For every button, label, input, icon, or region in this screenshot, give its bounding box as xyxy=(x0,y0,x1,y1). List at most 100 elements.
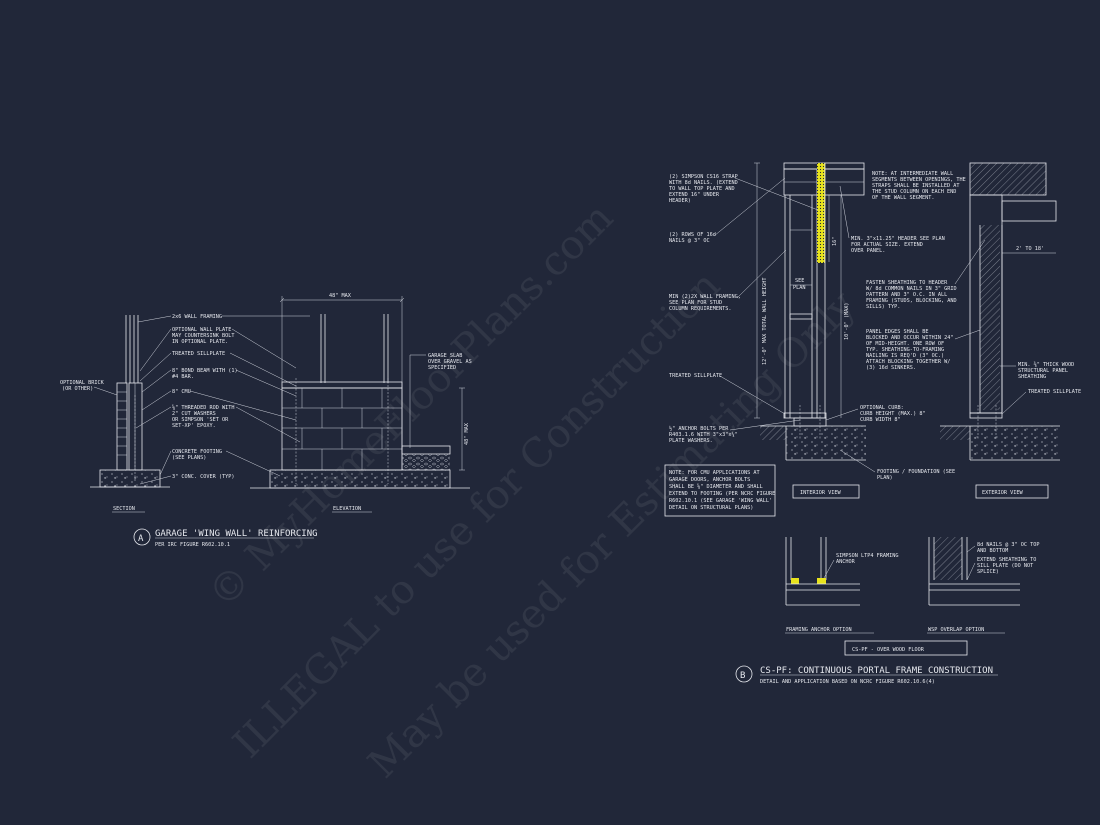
see-plan-1: SEE xyxy=(795,278,804,284)
dim-2-to-18: 2' TO 18' xyxy=(1016,246,1044,252)
note-cmu-6: DETAIL ON STRUCTURAL PLANS) xyxy=(669,505,753,511)
note-footing-b-1: FOOTING / FOUNDATION (SEE xyxy=(877,469,955,475)
note-strap-4: EXTEND 16" UNDER xyxy=(669,192,720,198)
note-curb-1: OPTIONAL CURB: xyxy=(860,405,904,411)
note-header-3: OVER PANEL. xyxy=(851,248,885,254)
note-lt-2: ANCHOR xyxy=(836,559,856,565)
wsp-overlap-option: 8d NAILS @ 3" OC TOP AND BOTTOM EXTEND S… xyxy=(927,537,1039,634)
note-panel-5: NAILING IS REQ'D (3" OC.) xyxy=(866,353,944,359)
note-fasten-5: SILLS) TYP. xyxy=(866,304,900,310)
note-cmu-1: NOTE: FOR CMU APPLICATIONS AT xyxy=(669,470,760,476)
note-wall-plate-1: OPTIONAL WALL PLATE xyxy=(172,327,231,333)
note-rod-3: OR SIMPSON 'SET OR xyxy=(172,417,229,423)
note-strap-1: (2) SIMPSON CS16 STRAP xyxy=(669,174,738,180)
dim-top-48: 48" MAX xyxy=(329,293,352,299)
note-panel-7: (3) 16d SINKERS. xyxy=(866,365,916,371)
note-min2x-3: COLUMN REQUIREMENTS. xyxy=(669,306,731,312)
note-anchor-1: ½" ANCHOR BOLTS PER xyxy=(669,425,729,432)
detail-a-elevation: 48" MAX 48" MAX GARAGE SLAB OVER xyxy=(250,293,472,513)
cmu-note-box xyxy=(664,464,776,517)
note-strap-5: HEADER) xyxy=(669,198,691,204)
detail-a-marker: A xyxy=(138,534,144,544)
note-rod-1: ⅝" THREADED ROD WITH xyxy=(172,404,234,411)
note-panel-2: BLOCKED AND OCCUR WITHIN 24" xyxy=(866,335,953,341)
note-panel-4: TYP. SHEATHING-TO-FRAMING xyxy=(866,347,944,353)
note-cmu-2: GARAGE DOORS, ANCHOR BOLTS xyxy=(669,477,750,483)
note-strap-3: TO WALL TOP PLATE AND xyxy=(669,186,735,192)
note-bond-beam-2: #4 BAR. xyxy=(172,374,194,380)
framing-anchor-option: SIMPSON LTP4 FRAMING ANCHOR FRAMING ANCH… xyxy=(785,537,898,634)
note-ext-sill: TREATED SILLPLATE xyxy=(1028,389,1081,395)
detail-b-title-text: CS-PF: CONTINUOUS PORTAL FRAME CONSTRUCT… xyxy=(760,666,993,676)
note-inter-1: NOTE: AT INTERMEDIATE WALL xyxy=(872,171,953,177)
note-fasten-3: PATTERN AND 3" O.C. IN ALL xyxy=(866,292,947,298)
note-cover: 3" CONC. COVER (TYP) xyxy=(172,474,234,480)
note-header-2: FOR ACTUAL SIZE. EXTEND xyxy=(851,242,923,248)
detail-a-title: A GARAGE 'WING WALL' REINFORCING PER IRC… xyxy=(133,528,318,548)
note-header-1: MIN. 3"x11.25" HEADER SEE PLAN xyxy=(851,236,945,242)
note-wsp-2: STRUCTURAL PANEL xyxy=(1018,368,1068,374)
note-sillplate-a: TREATED SILLPLATE xyxy=(172,351,225,357)
note-fasten-4: FRAMING (STUDS, BLOCKING, AND xyxy=(866,298,957,304)
interior-view-label: INTERIOR VIEW xyxy=(800,490,841,496)
note-footing-b-2: PLAN) xyxy=(877,475,893,481)
detail-a-title-text: GARAGE 'WING WALL' REINFORCING xyxy=(155,529,318,539)
note-slab-2: OVER GRAVEL AS xyxy=(428,359,472,365)
note-nails-1: 8d NAILS @ 3" OC TOP xyxy=(977,542,1039,548)
detail-b-subtitle: DETAIL AND APPLICATION BASED ON NCRC FIG… xyxy=(760,679,935,685)
note-slab-1: GARAGE SLAB xyxy=(428,353,462,359)
note-wall-plate-3: IN OPTIONAL PLATE. xyxy=(172,339,228,345)
note-brick-1: OPTIONAL BRICK xyxy=(60,380,105,386)
note-anchor-2: R403.1.6 WITH 3"x3"x¼" xyxy=(669,432,738,438)
note-rod-4: SET-XP' EPOXY. xyxy=(172,423,216,429)
cs16-strap xyxy=(817,163,825,263)
over-wood-floor-label: CS-PF - OVER WOOD FLOOR xyxy=(852,647,925,653)
note-inter-5: OF THE WALL SEGMENT. xyxy=(872,195,934,201)
note-curb-3: CURB WIDTH 8" xyxy=(860,417,901,423)
note-footing-2: (SEE PLANS) xyxy=(172,455,206,461)
note-cmu-5: R602.10.1 (SEE GARAGE 'WING WALL' xyxy=(669,498,772,504)
note-ext-sh-3: SPLICE) xyxy=(977,569,999,575)
note-rows-1: (2) ROWS OF 16d xyxy=(669,232,716,238)
note-ext-sh-1: EXTEND SHEATHING TO xyxy=(977,557,1036,563)
note-inter-3: STRAPS SHALL BE INSTALLED AT xyxy=(872,183,959,189)
detail-a-notes: 2x6 WALL FRAMING OPTIONAL WALL PLATE MAY… xyxy=(135,314,310,485)
note-wsp-1: MIN. ⅜" THICK WOOD xyxy=(1018,361,1074,368)
note-rod-2: 2" CUT WASHERS xyxy=(172,411,216,417)
note-sillplate-b: TREATED SILLPLATE xyxy=(669,373,722,379)
wsp-overlap-label: WSP OVERLAP OPTION xyxy=(928,627,984,633)
detail-a-subtitle: PER IRC FIGURE R602.10.1 xyxy=(155,542,230,548)
note-min2x-1: MIN (2)2X WALL FRAMING, xyxy=(669,294,741,300)
note-slab-3: SPECIFIED xyxy=(428,365,456,371)
note-panel-6: ATTACH BLOCKING TOGETHER W/ xyxy=(866,359,950,365)
note-fasten-2: W/ 8d COMMON NAILS IN 3" GRID xyxy=(866,286,957,292)
dim-total-height: 12'-0" MAX TOTAL WALL HEIGHT xyxy=(762,278,768,365)
framing-anchor-label: FRAMING ANCHOR OPTION xyxy=(786,627,852,633)
note-bond-beam-1: 8" BOND BEAM WITH (1) xyxy=(172,368,238,374)
note-fasten-1: FASTEN SHEATHING TO HEADER xyxy=(866,280,948,286)
note-ext-sh-2: SILL PLATE (DO NOT xyxy=(977,563,1033,569)
over-wood-floor-box: CS-PF - OVER WOOD FLOOR xyxy=(844,640,968,656)
note-strap-2: WITH 8d NAILS. (EXTEND xyxy=(669,180,738,186)
note-lt-1: SIMPSON LTP4 FRAMING xyxy=(836,553,898,559)
note-wall-plate-2: MAY COUNTERSINK BOLT xyxy=(172,333,234,339)
note-wsp-3: SHEATHING xyxy=(1018,374,1046,380)
detail-b-interior-view: 12'-0" MAX TOTAL WALL HEIGHT SEE PLAN 16… xyxy=(754,162,866,499)
elevation-label: ELEVATION xyxy=(333,506,361,512)
note-cmu-3: SHALL BE ⅝" DIAMETER AND SHALL xyxy=(669,483,763,490)
note-footing-1: CONCRETE FOOTING xyxy=(172,449,222,455)
note-rows-2: NAILS @ 3" OC xyxy=(669,238,710,244)
note-inter-2: SEGMENTS BETWEEN OPENINGS, THE xyxy=(872,177,966,183)
detail-b-exterior-view: 2' TO 18' EXTERIOR VIEW MIN. ⅜" THICK WO… xyxy=(940,162,1081,499)
note-brick-2: (OR OTHER) xyxy=(62,386,93,392)
note-cmu: 8" CMU xyxy=(172,389,191,395)
section-label: SECTION xyxy=(113,506,135,512)
note-nails-2: AND BOTTOM xyxy=(977,548,1008,554)
note-anchor-3: PLATE WASHERS. xyxy=(669,438,713,444)
note-inter-4: THE STUD COLUMN ON EACH END xyxy=(872,189,956,195)
detail-b-marker: B xyxy=(740,671,745,681)
dim-16: 16" xyxy=(832,237,838,246)
detail-b-title: B CS-PF: CONTINUOUS PORTAL FRAME CONSTRU… xyxy=(735,665,998,685)
dim-side-48: 48" MAX xyxy=(464,422,470,445)
